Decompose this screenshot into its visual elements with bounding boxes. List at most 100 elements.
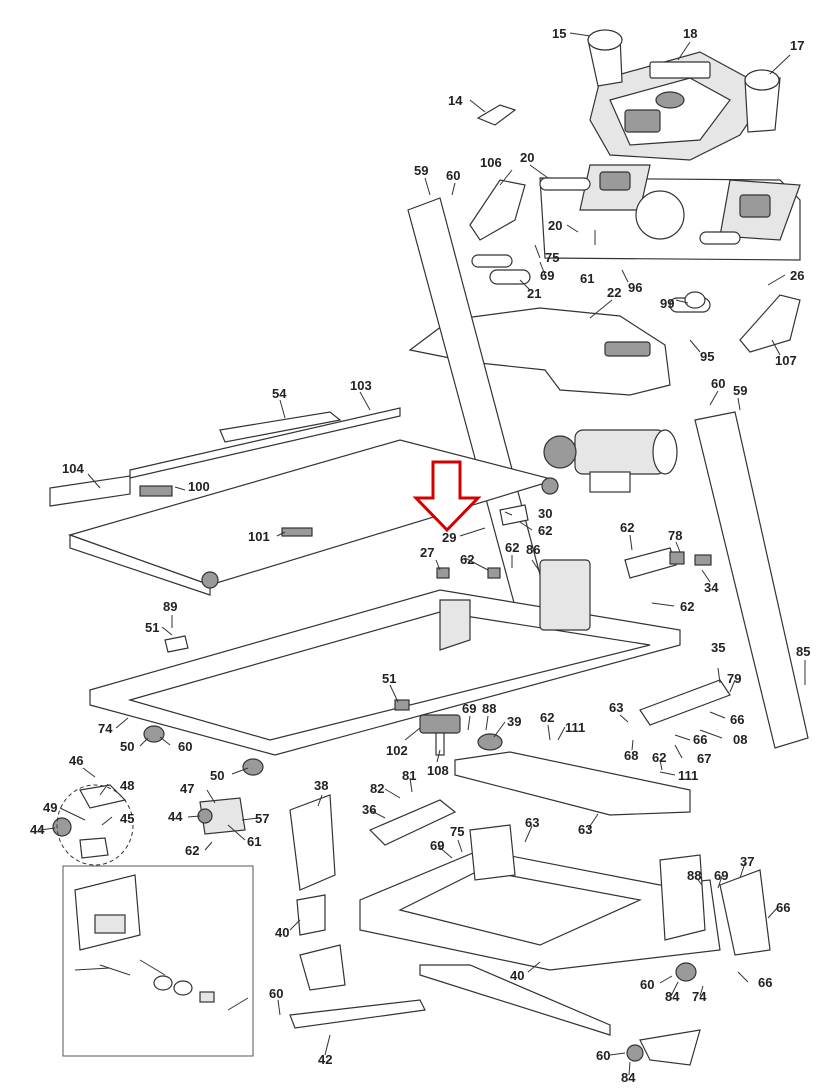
label-29: 29 xyxy=(442,530,456,545)
label-66: 66 xyxy=(776,900,790,915)
label-08: 08 xyxy=(733,732,747,747)
label-60: 60 xyxy=(596,1048,610,1063)
label-34: 34 xyxy=(704,580,719,595)
label-42: 42 xyxy=(318,1052,332,1067)
label-99: 99 xyxy=(660,296,674,311)
label-62: 62 xyxy=(505,540,519,555)
label-66: 66 xyxy=(693,732,707,747)
label-62: 62 xyxy=(540,710,554,725)
base-frame xyxy=(289,794,771,1066)
label-59: 59 xyxy=(414,163,428,178)
lift-assembly xyxy=(368,679,731,846)
label-61: 61 xyxy=(247,834,261,849)
label-30: 30 xyxy=(538,506,552,521)
highlight-arrow xyxy=(412,460,482,533)
label-104: 104 xyxy=(62,461,84,476)
label-62: 62 xyxy=(680,599,694,614)
label-66: 66 xyxy=(758,975,772,990)
drive-motor xyxy=(543,429,678,493)
console-assembly xyxy=(469,29,801,353)
label-44: 44 xyxy=(168,809,183,824)
label-26: 26 xyxy=(790,268,804,283)
label-63: 63 xyxy=(525,815,539,830)
leader-lines xyxy=(39,32,806,1076)
label-17: 17 xyxy=(790,38,804,53)
label-62: 62 xyxy=(652,750,666,765)
label-102: 102 xyxy=(386,743,408,758)
label-69: 69 xyxy=(430,838,444,853)
label-81: 81 xyxy=(402,768,416,783)
hood-vent xyxy=(604,341,651,357)
right-upright xyxy=(694,411,809,749)
label-79: 79 xyxy=(727,671,741,686)
label-88: 88 xyxy=(687,868,701,883)
label-69: 69 xyxy=(462,701,476,716)
label-57: 57 xyxy=(255,811,269,826)
label-36: 36 xyxy=(362,802,376,817)
label-62: 62 xyxy=(538,523,552,538)
label-50: 50 xyxy=(210,768,224,783)
label-111: 111 xyxy=(565,720,585,735)
label-14: 14 xyxy=(448,93,463,108)
label-82: 82 xyxy=(370,781,384,796)
label-62: 62 xyxy=(460,552,474,567)
label-85: 85 xyxy=(796,644,810,659)
label-84: 84 xyxy=(621,1070,636,1085)
label-40: 40 xyxy=(510,968,524,983)
label-35: 35 xyxy=(711,640,725,655)
label-47: 47 xyxy=(180,781,194,796)
electronics-inset xyxy=(62,865,254,1057)
label-74: 74 xyxy=(98,721,113,736)
label-45: 45 xyxy=(120,811,134,826)
label-111: 111 xyxy=(678,768,698,783)
label-62: 62 xyxy=(620,520,634,535)
main-frame xyxy=(89,559,681,776)
label-60: 60 xyxy=(269,986,283,1001)
label-54: 54 xyxy=(272,386,287,401)
label-20: 20 xyxy=(548,218,562,233)
label-60: 60 xyxy=(640,977,654,992)
label-51: 51 xyxy=(382,671,396,686)
label-103: 103 xyxy=(350,378,372,393)
label-60: 60 xyxy=(178,739,192,754)
label-62: 62 xyxy=(185,843,199,858)
label-107: 107 xyxy=(775,353,797,368)
label-27: 27 xyxy=(420,545,434,560)
right-small-parts xyxy=(436,291,712,579)
label-38: 38 xyxy=(314,778,328,793)
label-74: 74 xyxy=(692,989,707,1004)
foot-parts xyxy=(52,635,410,866)
label-51: 51 xyxy=(145,620,159,635)
callout-labels: 15 18 17 14 59 60 106 20 20 75 69 61 96 … xyxy=(30,26,810,1085)
label-89: 89 xyxy=(163,599,177,614)
label-46: 46 xyxy=(69,753,83,768)
label-44: 44 xyxy=(30,822,45,837)
label-88: 88 xyxy=(482,701,496,716)
label-39: 39 xyxy=(507,714,521,729)
label-95: 95 xyxy=(700,349,714,364)
label-60: 60 xyxy=(711,376,725,391)
label-96: 96 xyxy=(628,280,642,295)
label-20: 20 xyxy=(520,150,534,165)
label-108: 108 xyxy=(427,763,449,778)
label-101: 101 xyxy=(248,529,270,544)
label-60: 60 xyxy=(446,168,460,183)
label-48: 48 xyxy=(120,778,134,793)
label-75: 75 xyxy=(545,250,559,265)
label-61: 61 xyxy=(580,271,594,286)
label-75: 75 xyxy=(450,824,464,839)
label-86: 86 xyxy=(526,542,540,557)
label-40: 40 xyxy=(275,925,289,940)
label-69: 69 xyxy=(714,868,728,883)
label-18: 18 xyxy=(683,26,697,41)
label-78: 78 xyxy=(668,528,682,543)
label-63: 63 xyxy=(609,700,623,715)
label-67: 67 xyxy=(697,751,711,766)
label-66: 66 xyxy=(730,712,744,727)
label-37: 37 xyxy=(740,854,754,869)
label-49: 49 xyxy=(43,800,57,815)
label-59: 59 xyxy=(733,383,747,398)
label-106: 106 xyxy=(480,155,502,170)
label-63: 63 xyxy=(578,822,592,837)
